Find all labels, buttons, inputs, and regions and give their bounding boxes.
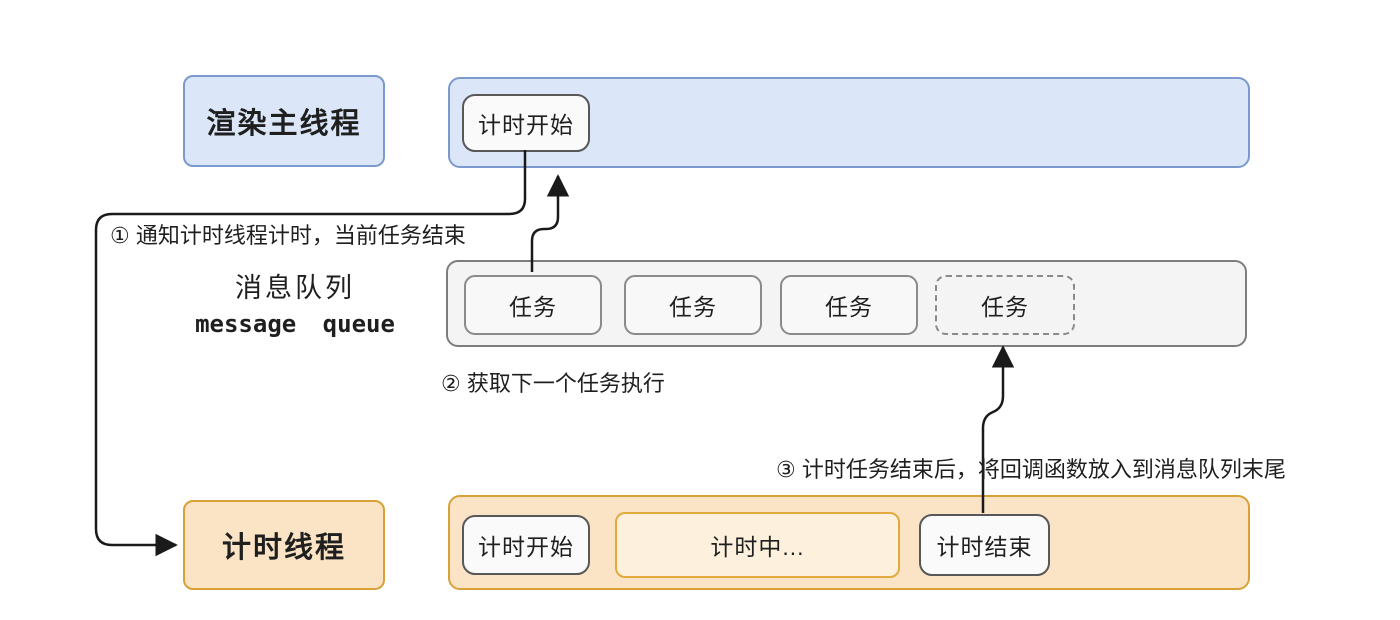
message-queue-lane: 任务 任务 任务 任务 bbox=[446, 260, 1247, 347]
arrow-step1-notify-timer-thread bbox=[94, 150, 527, 557]
arrow-step3-enqueue-callback bbox=[981, 345, 1015, 513]
arrow-step2-take-next-task bbox=[530, 174, 570, 272]
main-thread-lane: 计时开始 bbox=[448, 77, 1250, 168]
timer-start-chip-main: 计时开始 bbox=[462, 94, 590, 152]
annotation-step3: ③ 计时任务结束后，将回调函数放入到消息队列末尾 bbox=[776, 457, 1286, 482]
timer-thread-box: 计时线程 bbox=[183, 500, 385, 590]
queue-task-1: 任务 bbox=[464, 275, 602, 335]
timer-end-chip-label: 计时结束 bbox=[936, 534, 1033, 560]
timing-running-label: 计时中... bbox=[710, 534, 805, 560]
timer-start-chip-timer-label: 计时开始 bbox=[478, 534, 574, 560]
timer-thread-label: 计时线程 bbox=[221, 532, 346, 564]
timer-thread-lane: 计时开始 计时中... 计时结束 bbox=[448, 495, 1250, 590]
queue-task-2-label: 任务 bbox=[669, 294, 717, 320]
queue-task-4-label: 任务 bbox=[981, 294, 1029, 320]
queue-task-3: 任务 bbox=[780, 275, 918, 335]
queue-task-3-label: 任务 bbox=[825, 294, 873, 320]
render-main-thread-box: 渲染主线程 bbox=[183, 75, 385, 167]
annotation-step2: ② 获取下一个任务执行 bbox=[441, 371, 665, 396]
message-queue-label: 消息队列 message queue bbox=[140, 272, 450, 339]
annotation-step1: ① 通知计时线程计时，当前任务结束 bbox=[110, 223, 466, 248]
queue-task-1-label: 任务 bbox=[509, 294, 557, 320]
timer-start-chip-main-label: 计时开始 bbox=[478, 112, 574, 138]
message-queue-label-cn: 消息队列 bbox=[235, 273, 355, 303]
queue-task-2: 任务 bbox=[624, 275, 762, 335]
timer-start-chip-timer: 计时开始 bbox=[462, 515, 590, 575]
timing-running-box: 计时中... bbox=[615, 512, 900, 578]
queue-task-4-pending: 任务 bbox=[935, 275, 1075, 335]
timer-end-chip: 计时结束 bbox=[919, 514, 1050, 576]
render-main-thread-label: 渲染主线程 bbox=[206, 108, 362, 140]
message-queue-label-en: message queue bbox=[195, 309, 395, 338]
